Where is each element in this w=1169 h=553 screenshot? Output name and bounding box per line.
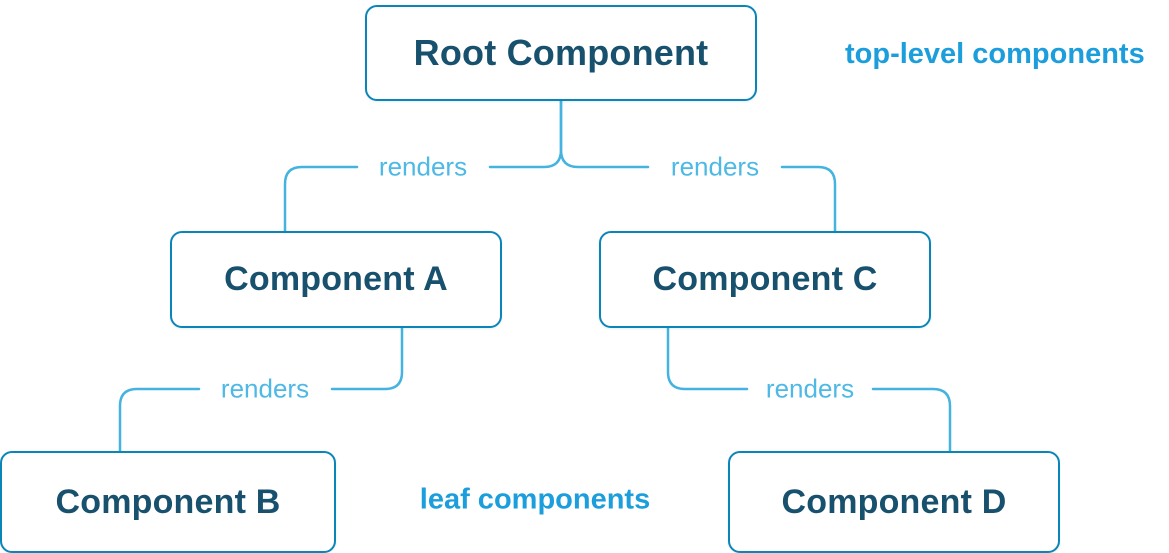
node-b-label: Component B (55, 482, 281, 521)
node-root-label: Root Component (413, 32, 709, 73)
node-component-d: Component D (728, 451, 1060, 553)
node-a-label: Component A (224, 260, 448, 298)
node-d-label: Component D (781, 482, 1007, 521)
node-c-label: Component C (652, 260, 878, 298)
node-component-c: Component C (599, 231, 931, 328)
node-root-component: Root Component (365, 5, 757, 101)
annotation-leaf-components: leaf components (419, 483, 651, 516)
node-component-a: Component A (170, 231, 502, 328)
edge-label-root-a: renders (378, 151, 468, 182)
annotation-top-level-components: top-level components (845, 38, 1145, 70)
edge-c-d (666, 326, 952, 453)
edge-label-c-d: renders (765, 373, 855, 404)
edge-label-a-b: renders (220, 373, 310, 404)
edge-label-root-c: renders (670, 151, 760, 182)
node-component-b: Component B (0, 451, 336, 553)
edge-root-c (559, 99, 837, 233)
edge-a-b (118, 326, 404, 453)
